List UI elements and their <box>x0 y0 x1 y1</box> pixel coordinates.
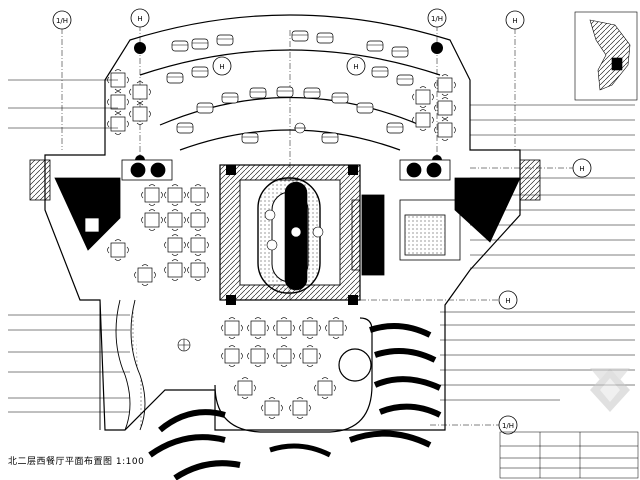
service-counter <box>351 194 461 276</box>
drawing-scale: 1:100 <box>115 457 145 467</box>
side-wedges <box>29 159 541 251</box>
svg-text:H: H <box>512 17 517 25</box>
svg-text:H: H <box>137 15 142 23</box>
svg-text:H: H <box>219 63 224 71</box>
curved-banquette <box>99 299 146 431</box>
drawing-caption: 北二层西餐厅平面布置图 1:100 <box>8 453 188 471</box>
central-bar <box>219 164 361 301</box>
drawing-title: 北二层西餐厅平面布置图 <box>8 457 113 467</box>
section-marker <box>177 122 306 352</box>
callout-lines-left <box>8 79 130 413</box>
axis-bubbles <box>52 8 592 435</box>
svg-text:1/H: 1/H <box>431 15 443 23</box>
svg-text:H: H <box>579 165 584 173</box>
axis-tag-labels: 1/H H H H 1/H H H H 1/H <box>56 15 585 430</box>
svg-text:H: H <box>505 297 510 305</box>
svg-text:H: H <box>353 63 358 71</box>
callout-lines-right <box>440 104 635 401</box>
watermark-logo <box>590 368 630 412</box>
key-plan-inset <box>574 11 638 101</box>
lounge-oval <box>214 317 373 433</box>
svg-text:1/H: 1/H <box>502 422 514 430</box>
svg-text:1/H: 1/H <box>56 17 68 25</box>
floor-wave-pattern <box>148 323 442 480</box>
title-block <box>499 431 639 479</box>
